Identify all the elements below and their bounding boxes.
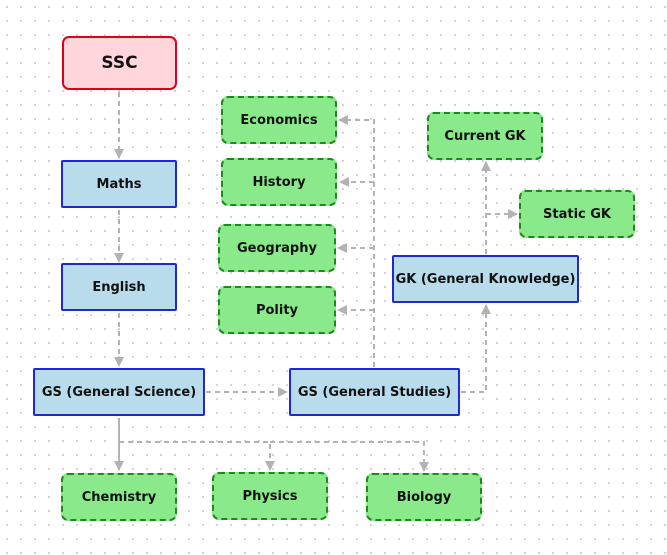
gk-general-knowledge-node[interactable]: GK (General Knowledge) [392,255,579,303]
gs-general-studies-node[interactable]: GS (General Studies) [289,368,460,416]
english-node[interactable]: English [61,263,177,311]
ssc-node[interactable]: SSC [62,36,177,90]
edge-gs-studies-gk [461,304,491,393]
polity-node[interactable]: Polity [218,286,336,334]
edge-gs-studies-economics [338,115,375,367]
economics-node[interactable]: Economics [221,96,337,144]
current-gk-node[interactable]: Current GK [427,112,543,160]
biology-node[interactable]: Biology [366,473,482,521]
maths-node[interactable]: Maths [61,160,177,208]
history-node[interactable]: History [221,158,337,206]
physics-node[interactable]: Physics [212,472,328,520]
geography-node[interactable]: Geography [218,224,336,272]
static-gk-node[interactable]: Static GK [519,190,635,238]
gs-general-science-node[interactable]: GS (General Science) [33,368,205,416]
edge-gs-science-physics [119,441,275,471]
edge-gs-science-biology [270,441,429,472]
chemistry-node[interactable]: Chemistry [61,473,177,521]
